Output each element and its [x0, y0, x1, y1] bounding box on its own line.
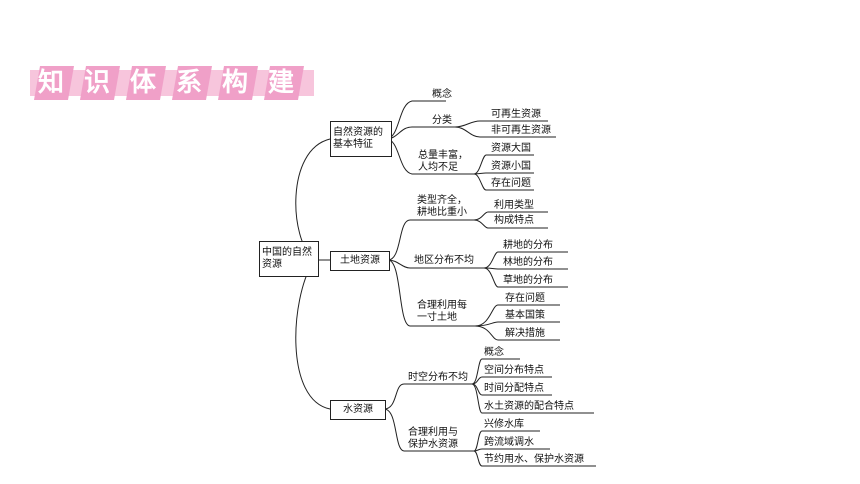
branch-land-resources: 土地资源 — [330, 251, 390, 271]
connector-b2-uneven — [387, 259, 484, 269]
header-tile — [264, 66, 304, 100]
leaf-spatial-distribution: 空间分布特点 — [484, 365, 544, 376]
leaf-grassland-distribution: 草地的分布 — [503, 275, 553, 286]
header-char-2: 识 — [83, 68, 110, 98]
connector-leaf-transfer — [473, 448, 550, 452]
header-tile — [34, 66, 74, 100]
leaf-use-types: 利用类型 — [494, 200, 534, 211]
connector-leaf-renewable — [454, 120, 548, 128]
connector-leaf-spatial — [471, 376, 552, 385]
item-classification: 分类 — [432, 115, 452, 126]
leaf-water-concept: 概念 — [484, 347, 504, 358]
connector-leaf-watersoil — [471, 383, 594, 414]
connector-leaf-nonrenewable — [454, 126, 556, 138]
connector-leaf-grassland — [483, 267, 568, 288]
branch-water-resources: 水资源 — [330, 400, 386, 420]
connector-leaf-small — [473, 172, 534, 175]
header-char-5: 构 — [221, 68, 248, 98]
connector-b3-protect — [383, 408, 474, 452]
connector-leaf-reservoirs — [473, 430, 540, 452]
leaf-save-water: 节约用水、保护水资源 — [484, 454, 584, 465]
connector-b2-types — [387, 219, 474, 261]
leaf-build-reservoirs: 兴修水库 — [484, 419, 524, 430]
connector-leaf-composition — [473, 219, 548, 229]
connector-leaf-farmland — [483, 251, 568, 269]
leaf-non-renewable: 非可再生资源 — [491, 125, 551, 136]
header-char-1: 知 — [37, 68, 64, 98]
knowledge-system-header: 知 识 体 系 构 建 — [30, 66, 314, 100]
header-tile — [218, 66, 258, 100]
header-char-4: 系 — [175, 68, 202, 98]
item-types-complete: 类型齐全，耕地比重小 — [417, 195, 467, 218]
header-tile — [126, 66, 166, 100]
leaf-resource-big-country: 资源大国 — [491, 143, 531, 154]
leaf-basic-national-policy: 基本国策 — [505, 310, 545, 321]
header-tile — [172, 66, 212, 100]
header-tile — [80, 66, 120, 100]
connector-leaf-policy — [474, 321, 560, 327]
connector-leaf-big — [473, 154, 534, 175]
connector-leaf-usetypes — [473, 211, 548, 221]
leaf-forest-distribution: 林地的分布 — [503, 257, 553, 268]
header-char-3: 体 — [129, 68, 156, 98]
connector-leaf-problems1 — [473, 173, 534, 191]
leaf-temporal-distribution: 时间分配特点 — [484, 383, 544, 394]
leaf-existing-problems-1: 存在问题 — [491, 178, 531, 189]
leaf-existing-problems-2: 存在问题 — [505, 293, 545, 304]
connector-leaf-water-concept — [471, 358, 520, 385]
connector-leaf-solutions — [474, 325, 560, 341]
branch-natural-resource-features: 自然资源的基本特征 — [330, 121, 392, 157]
item-abundant-total: 总量丰富，人均不足 — [418, 150, 468, 173]
leaf-renewable: 可再生资源 — [491, 109, 541, 120]
connector-leaf-problems2 — [474, 304, 560, 327]
item-concept: 概念 — [432, 89, 452, 100]
header-stripe-background — [30, 66, 314, 100]
item-spatiotemporal-uneven: 时空分布不均 — [408, 372, 468, 383]
connector-b2-rational — [387, 259, 475, 327]
leaf-water-soil-match: 水土资源的配合特点 — [484, 401, 574, 412]
item-rational-land-use: 合理利用每一寸土地 — [417, 300, 467, 323]
leaf-solutions: 解决措施 — [505, 328, 545, 339]
leaf-farmland-distribution: 耕地的分布 — [503, 240, 553, 251]
leaf-composition: 构成特点 — [494, 215, 534, 226]
item-uneven-distribution: 地区分布不均 — [414, 255, 474, 266]
leaf-resource-small-country: 资源小国 — [491, 161, 531, 172]
connector-leaf-savewater — [473, 450, 596, 467]
connector-root-branch3 — [295, 261, 331, 410]
leaf-water-transfer: 跨流域调水 — [484, 437, 534, 448]
header-char-6: 建 — [267, 68, 294, 98]
root-node: 中国的自然资源 — [259, 241, 319, 277]
item-protect-water: 合理利用与保护水资源 — [408, 427, 458, 450]
connector-b3-uneven — [383, 383, 472, 410]
